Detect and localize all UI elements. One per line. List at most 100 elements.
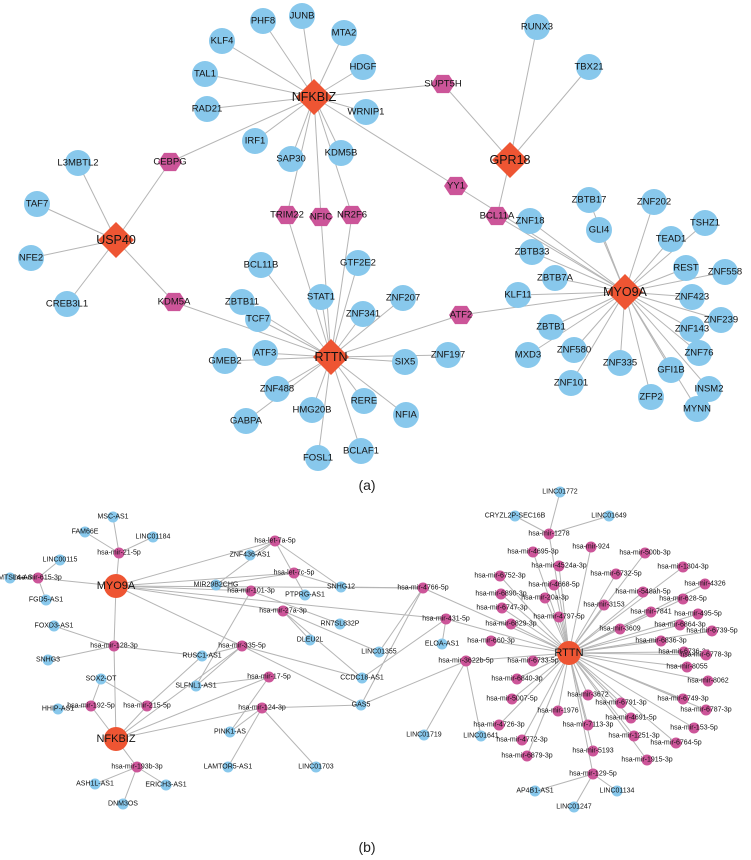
a-node-tal1[interactable] (192, 61, 218, 87)
a-node-nfia[interactable] (393, 402, 419, 428)
a-hub-usp40[interactable] (98, 222, 134, 258)
b-node-adamtsl4-as1[interactable] (4, 572, 16, 584)
a-hub-rttn[interactable] (313, 339, 349, 375)
a-hub-nfkbiz[interactable] (296, 79, 332, 115)
a-node-bclaf1[interactable] (348, 438, 374, 464)
b-node-snhg3[interactable] (42, 654, 54, 666)
b-node-hsa-mir-6747-3p[interactable] (496, 602, 508, 614)
a-node-junb[interactable] (289, 3, 315, 29)
a-node-gmeb2[interactable] (212, 348, 238, 374)
b-node-znf436-as1[interactable] (244, 549, 256, 561)
a-node-nfe2[interactable] (18, 245, 44, 271)
b-node-hsa-mir-495-5p[interactable] (692, 608, 704, 620)
b-node-hsa-mir-4668-5p[interactable] (548, 579, 560, 591)
b-node-hsa-mir-6764-5p[interactable] (670, 737, 682, 749)
b-node-hsa-mir-500b-3p[interactable] (639, 547, 651, 559)
b-node-linc01703[interactable] (310, 761, 322, 773)
a-node-klf11[interactable] (505, 282, 531, 308)
a-hub-myo9a[interactable] (607, 274, 643, 310)
a-node-gfi1b[interactable] (658, 357, 684, 383)
b-hub-myo9a[interactable] (104, 574, 128, 598)
b-node-hsa-mir-17-5p[interactable] (263, 671, 275, 683)
b-node-hsa-mir-128-3p[interactable] (108, 640, 120, 652)
a-node-kdm5b[interactable] (328, 140, 354, 166)
b-node-linc00115[interactable] (54, 554, 66, 566)
a-node-gli4[interactable] (586, 217, 612, 243)
a-node-zbtb17[interactable] (576, 187, 602, 213)
a-node-rest[interactable] (673, 255, 699, 281)
a-node-znf101[interactable] (558, 370, 584, 396)
b-node-hsa-mir-20a-3p[interactable] (539, 592, 551, 604)
b-node-hsa-mir-6778-3p[interactable] (700, 649, 712, 661)
a-hub-gpr18[interactable] (492, 142, 528, 178)
b-node-gas5[interactable] (355, 699, 367, 711)
b-node-hsa-mir-6732-5p[interactable] (610, 568, 622, 580)
a-node-znf580[interactable] (561, 337, 587, 363)
b-node-cryzl2p-sec16b[interactable] (509, 510, 521, 522)
b-node-hsa-mir-3609[interactable] (614, 623, 626, 635)
b-node-hsa-mir-431-5p[interactable] (440, 613, 452, 625)
b-node-linc01134[interactable] (611, 785, 623, 797)
a-node-bcl11a[interactable] (485, 206, 509, 226)
a-node-tbx21[interactable] (576, 54, 602, 80)
a-node-znf207[interactable] (390, 285, 416, 311)
a-node-tead1[interactable] (658, 226, 684, 252)
b-node-hsa-mir-4726-3p[interactable] (493, 719, 505, 731)
b-node-linc01641[interactable] (475, 730, 487, 742)
b-node-rusc1-as1[interactable] (196, 650, 208, 662)
b-node-hsa-mir-1278[interactable] (543, 528, 555, 540)
a-node-l3mbtl2[interactable] (65, 150, 91, 176)
b-node-hsa-mir-615-3p[interactable] (32, 572, 44, 584)
a-node-nr2f6[interactable] (340, 205, 364, 225)
a-node-gabpa[interactable] (233, 408, 259, 434)
b-node-linc01649[interactable] (603, 510, 615, 522)
b-node-ap4b1-as1[interactable] (529, 785, 541, 797)
a-node-rere[interactable] (351, 388, 377, 414)
a-node-creb3l1[interactable] (54, 291, 80, 317)
b-node-msc-as1[interactable] (107, 511, 119, 523)
a-node-zbtb33[interactable] (519, 239, 545, 265)
b-node-eloa-as1[interactable] (436, 638, 448, 650)
b-node-hsa-mir-101-3p[interactable] (245, 585, 257, 597)
a-node-znf76[interactable] (686, 340, 712, 366)
b-node-hsa-mir-1251-3p[interactable] (628, 730, 640, 742)
b-node-hsa-mir-3153[interactable] (598, 599, 610, 611)
a-node-stat1[interactable] (308, 284, 334, 310)
b-node-hsa-mir-7841[interactable] (645, 606, 657, 618)
b-node-mir29b2chg[interactable] (210, 579, 222, 591)
b-node-hsa-mir-129-5p[interactable] (587, 768, 599, 780)
b-node-hsa-mir-335-5p[interactable] (236, 640, 248, 652)
b-node-hsa-mir-192-5p[interactable] (85, 700, 97, 712)
b-node-hsa-mir-4766-5p[interactable] (417, 582, 429, 594)
a-node-runx3[interactable] (524, 14, 550, 40)
b-node-hsa-mir-4695-3p[interactable] (527, 546, 539, 558)
a-node-klf4[interactable] (209, 28, 235, 54)
b-node-sox2-ot[interactable] (95, 673, 107, 685)
a-node-hdgf[interactable] (350, 54, 376, 80)
b-node-linc01355[interactable] (373, 646, 385, 658)
a-node-six5[interactable] (392, 349, 418, 375)
a-node-rad21[interactable] (194, 96, 220, 122)
b-node-linc01184[interactable] (147, 531, 159, 543)
a-node-kdm5a[interactable] (162, 292, 186, 312)
a-node-tshz1[interactable] (692, 210, 718, 236)
a-node-mxd3[interactable] (515, 342, 541, 368)
b-node-linc01772[interactable] (554, 486, 566, 498)
b-node-hsa-mir-6840-3p[interactable] (511, 673, 523, 685)
b-node-hsa-mir-1915-3p[interactable] (641, 754, 653, 766)
b-node-fgd5-as1[interactable] (40, 594, 52, 606)
b-node-hsa-let-7c-5p[interactable] (288, 567, 300, 579)
a-node-znf239[interactable] (708, 307, 734, 333)
b-node-hsa-mir-6752-3p[interactable] (494, 570, 506, 582)
a-node-irf1[interactable] (242, 128, 268, 154)
b-node-hsa-mir-153-5p[interactable] (688, 722, 700, 734)
b-node-hsa-mir-8062[interactable] (702, 675, 714, 687)
b-node-hsa-mir-1304-3p[interactable] (677, 561, 689, 573)
b-node-hsa-mir-8055[interactable] (681, 661, 693, 673)
a-node-phf8[interactable] (250, 8, 276, 34)
a-node-atf3[interactable] (252, 340, 278, 366)
b-node-hsa-mir-4691-5p[interactable] (625, 712, 637, 724)
b-node-hsa-mir-5193[interactable] (587, 745, 599, 757)
b-node-hsa-mir-3672[interactable] (582, 689, 594, 701)
b-node-hsa-let-7a-5p[interactable] (269, 535, 281, 547)
